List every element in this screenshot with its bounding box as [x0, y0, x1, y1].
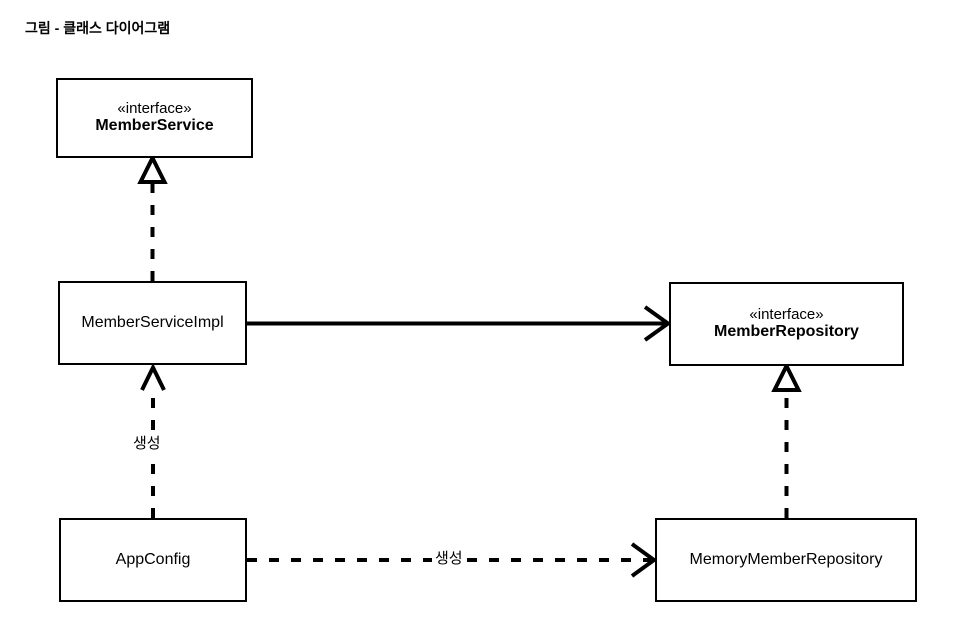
class-name: MemoryMemberRepository: [689, 550, 883, 568]
class-name: MemberRepository: [714, 323, 859, 341]
edge-appconfig-creates-impl: [140, 362, 166, 518]
hollow-triangle-arrowhead: [137, 153, 168, 184]
class-name: AppConfig: [115, 550, 191, 568]
edge-memory-realizes-repository: [771, 361, 802, 518]
class-box-member-service[interactable]: «interface» MemberService: [56, 78, 253, 158]
edge-impl-uses-repository: [247, 305, 672, 342]
stereotype-label: «interface»: [749, 306, 824, 324]
page-title: 그림 - 클래스 다이어그램: [25, 20, 171, 36]
edge-label-create-vertical: 생성: [130, 431, 164, 454]
edge-impl-realizes-service: [137, 153, 168, 281]
class-name: MemberService: [95, 117, 214, 135]
open-arrowhead: [140, 362, 166, 391]
open-arrowhead: [630, 542, 658, 578]
class-name: MemberServiceImpl: [81, 313, 224, 331]
open-arrowhead: [643, 305, 672, 342]
class-box-member-repository[interactable]: «interface» MemberRepository: [669, 282, 904, 366]
class-box-memory-member-repository[interactable]: MemoryMemberRepository: [655, 518, 917, 602]
stereotype-label: «interface»: [117, 100, 192, 118]
class-box-member-service-impl[interactable]: MemberServiceImpl: [58, 281, 247, 365]
edge-label-create-horizontal: 생성: [432, 546, 466, 569]
hollow-triangle-arrowhead: [771, 361, 802, 392]
class-box-app-config[interactable]: AppConfig: [59, 518, 247, 602]
